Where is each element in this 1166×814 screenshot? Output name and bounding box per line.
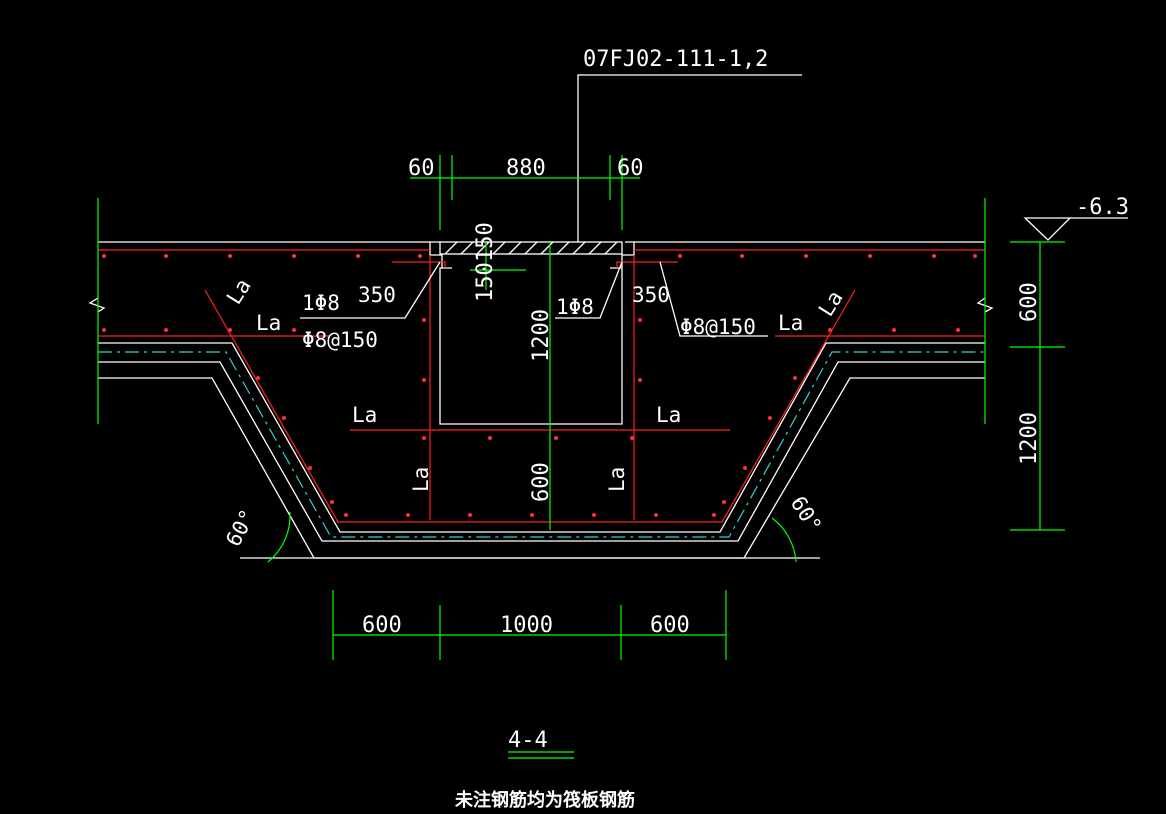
dim-right-upper: 600 [1017, 282, 1042, 322]
dim-top-left: 60 [408, 156, 435, 181]
length-label-left: 350 [358, 283, 396, 307]
angle-label-left: 60° [221, 506, 260, 551]
spacing-label-right: Φ8@150 [680, 315, 756, 339]
spacing-label-left: Φ8@150 [302, 328, 378, 352]
la-label-left-top: La [256, 311, 281, 335]
rebar-label-right: 1Φ8 [556, 295, 594, 319]
la-label-right-vert: La [605, 467, 629, 492]
dimension-lines [97, 155, 1065, 759]
dim-cover-thk-a: 150 [473, 222, 498, 262]
section-title: 4-4 [508, 728, 548, 753]
la-label-right-mid: La [656, 403, 681, 427]
dim-bottom-left: 600 [362, 613, 402, 638]
dim-right-lower: 1200 [1017, 412, 1042, 465]
dim-top-right: 60 [617, 156, 644, 181]
dim-top-mid: 880 [506, 156, 546, 181]
dim-bottom-mid: 1000 [500, 613, 553, 638]
dim-cover-thk-b: 150 [473, 262, 498, 302]
la-label-left-slope: La [222, 274, 256, 308]
drawing-note: 未注钢筋均为筏板钢筋 [455, 789, 635, 811]
angle-label-right: 60° [786, 492, 826, 537]
cover-plate [439, 241, 623, 255]
waterproof-layer [98, 351, 985, 538]
dim-bottom-right: 600 [650, 613, 690, 638]
reference-label: 07FJ02-111-1,2 [583, 47, 768, 72]
leaders [300, 74, 1128, 337]
concrete-outline [88, 241, 994, 559]
cover-hatch [444, 241, 618, 255]
la-label-right-slope: La [814, 286, 848, 320]
dim-below-sump: 600 [529, 462, 554, 502]
la-label-left-vert: La [409, 467, 433, 492]
la-label-left-mid: La [352, 403, 377, 427]
dim-sump-depth: 1200 [529, 309, 554, 362]
length-label-right: 350 [632, 283, 670, 307]
rebar-label-left: 1Φ8 [302, 291, 340, 315]
la-label-right-top: La [778, 311, 803, 335]
rebars [98, 249, 985, 523]
elevation-label: -6.3 [1076, 195, 1129, 220]
